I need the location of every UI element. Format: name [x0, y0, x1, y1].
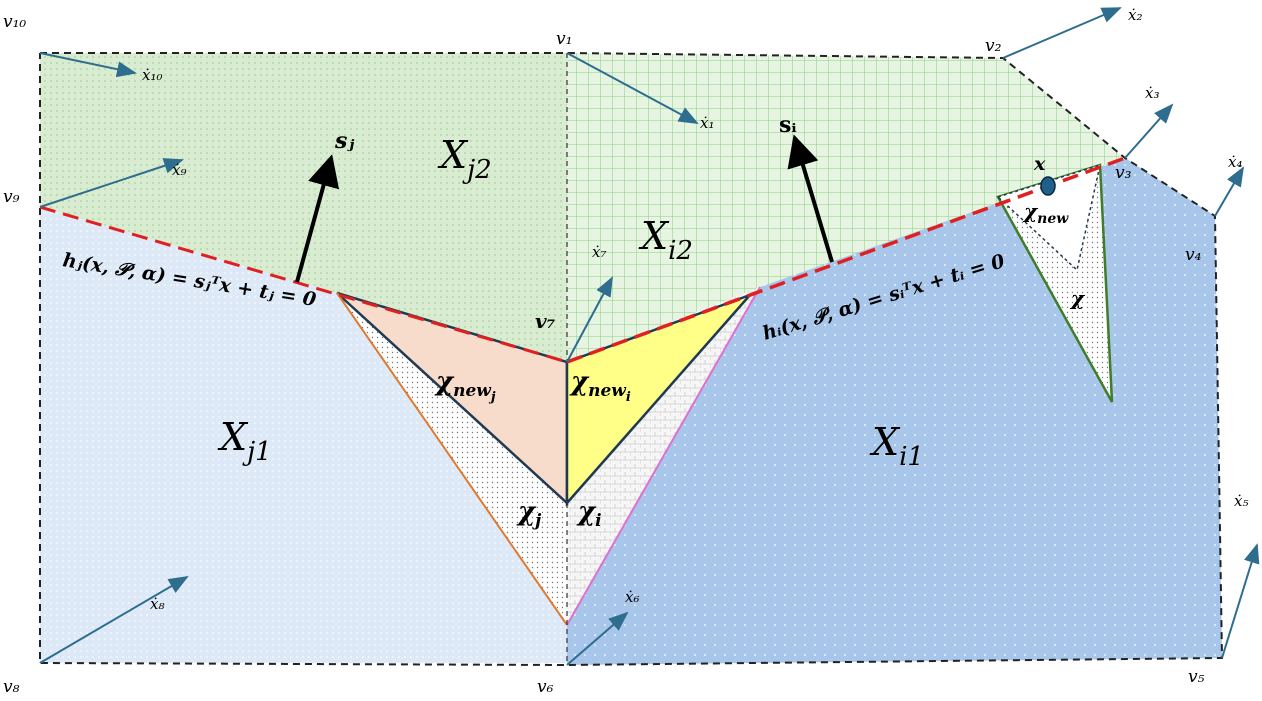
vertex-label-v5: v₅: [1188, 667, 1205, 687]
velocity-arrow-x8: [39, 575, 189, 664]
chi-i-edge: [566, 286, 761, 626]
velocity-arrow-x4: [1214, 166, 1245, 217]
region-label-xj2: Xj2: [437, 133, 492, 185]
velocity-label-x2: ẋ₂: [1128, 6, 1142, 24]
hyperplane-hi: [566, 156, 1126, 364]
velocity-arrow-x10: [39, 52, 137, 78]
velocity-label-x3: ẋ₃: [1145, 84, 1159, 102]
velocity-arrow-x3: [1124, 103, 1174, 159]
normal-label-sj: sⱼ: [334, 128, 354, 154]
point-x-label: x: [1033, 153, 1046, 175]
velocity-arrow-x6: [566, 611, 629, 666]
hyperplane-hj: [39, 205, 568, 364]
velocity-label-x9: ẋ₉: [172, 161, 186, 179]
vertex-label-v9: v₉: [3, 187, 20, 207]
vertex-label-v7: v₇: [535, 309, 556, 333]
vertex-label-v6: v₆: [537, 677, 554, 697]
velocity-arrow-x2: [1002, 7, 1122, 59]
vertex-label-v2: v₂: [985, 36, 1002, 56]
chi-j-edge: [336, 292, 568, 626]
normal-label-si: sᵢ: [779, 112, 797, 138]
velocity-label-x5: ẋ₅: [1234, 492, 1248, 510]
region-xj1: [40, 207, 567, 663]
set-label-chi-new-j: χnewj: [434, 367, 496, 405]
velocity-label-x4: ẋ₄: [1228, 153, 1242, 171]
region-xi2: [567, 53, 1125, 362]
normal-si-arrow: [787, 134, 834, 263]
velocity-label-x8: ẋ₈: [150, 595, 164, 613]
velocity-label-x7: ẋ₇: [592, 243, 606, 261]
region-label-xi1: Xi1: [869, 420, 924, 472]
set-label-chi-new-i: χnewi: [569, 367, 631, 405]
velocity-label-x6: ẋ₆: [625, 588, 639, 606]
region-label-xi2: Xi2: [638, 214, 693, 266]
vertex-label-v4: v₄: [1185, 245, 1202, 265]
velocity-label-x10: ẋ₁₀: [142, 66, 163, 84]
normal-sj-arrow: [295, 154, 340, 283]
set-label-chi-i: χi: [576, 497, 602, 531]
region-xj2: [40, 53, 567, 362]
vertex-label-v8: v₈: [3, 677, 20, 697]
chi-new-small-region: [996, 163, 1102, 272]
set-label-chi: χ: [1069, 286, 1086, 310]
velocity-label-x1: ẋ₁: [700, 114, 714, 132]
velocity-arrow-x7: [566, 276, 613, 363]
set-label-chi-new: χnew: [1022, 199, 1069, 227]
region-label-xj1: Xj1: [217, 415, 272, 467]
vertex-label-v3: v₃: [1115, 163, 1132, 183]
vertex-label-v10: v₁₀: [3, 12, 26, 32]
velocity-arrow-x5: [1221, 543, 1260, 659]
point-x-marker: [1040, 176, 1056, 196]
velocity-arrow-x1: [566, 52, 699, 124]
velocity-arrow-x9: [39, 158, 184, 208]
set-label-chi-j: χj: [516, 497, 542, 531]
vertex-label-v1: v₁: [556, 29, 572, 49]
